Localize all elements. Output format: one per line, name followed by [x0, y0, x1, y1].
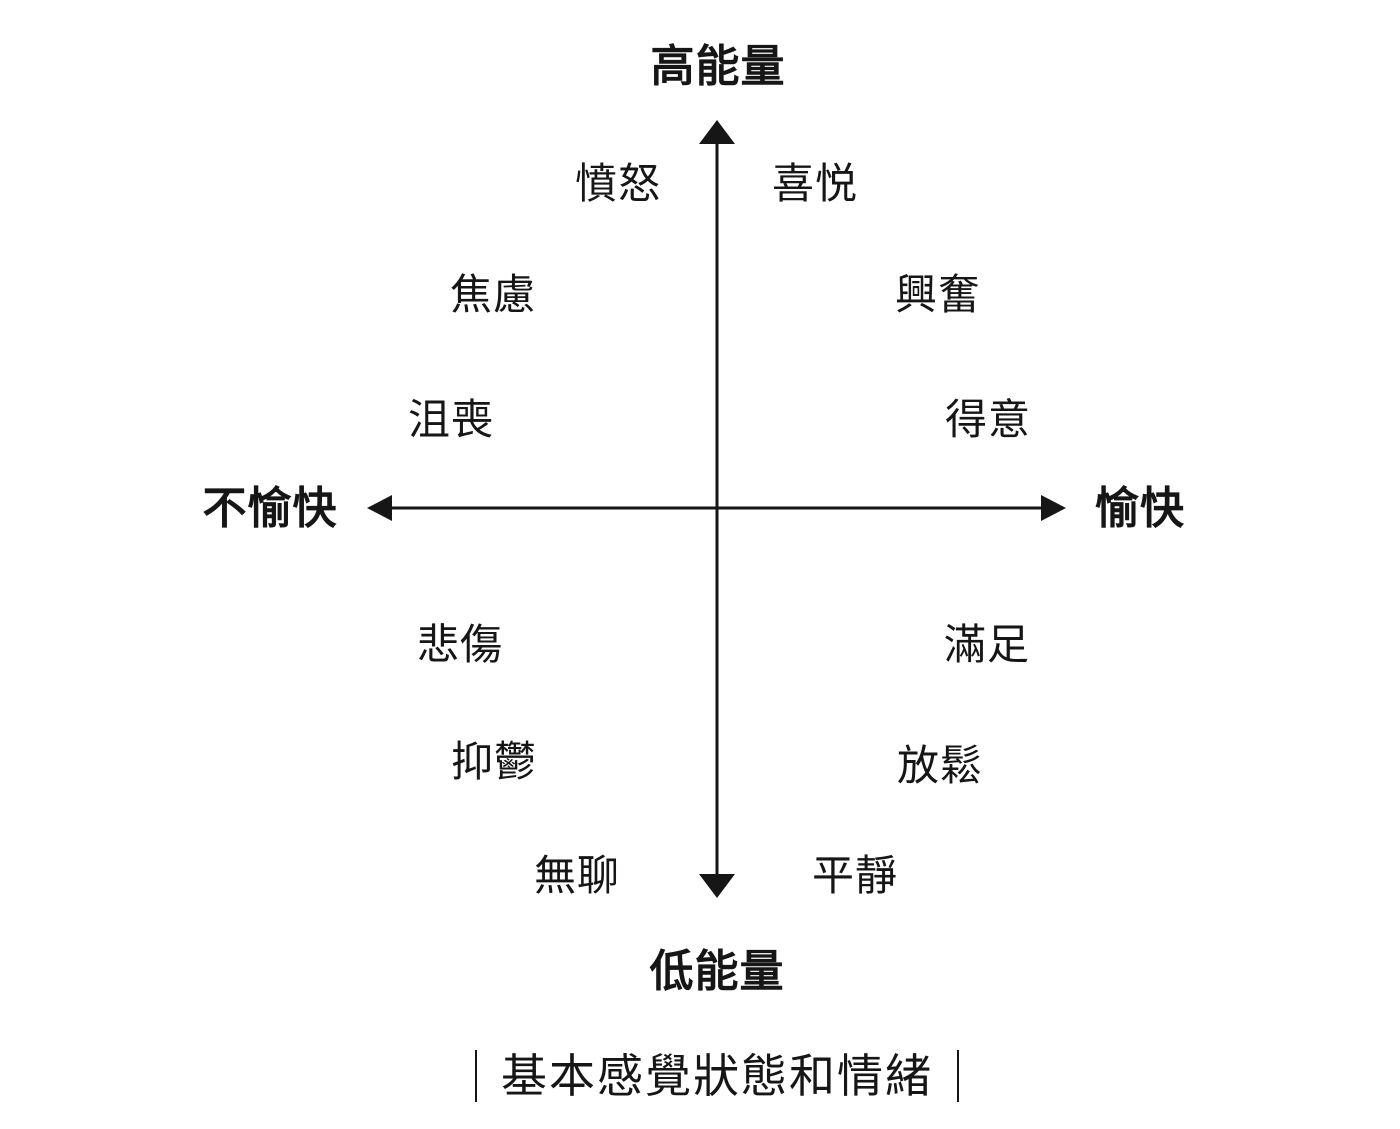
arrowhead-left-icon: [367, 495, 392, 521]
emotion-label-depression: 抑鬱: [450, 738, 538, 785]
caption-right-bar: [957, 1050, 959, 1102]
emotion-label-excitement: 興奮: [894, 271, 982, 318]
axis-label-pleasant: 愉快: [1095, 484, 1185, 533]
arrowhead-up-icon: [699, 120, 735, 144]
axis-label-high-energy: 高能量: [650, 42, 786, 91]
emotion-label-anger: 憤怒: [574, 160, 662, 207]
emotion-label-joy: 喜悦: [771, 160, 859, 207]
caption-title: 基本感覺狀態和情緒: [501, 1050, 933, 1102]
axis-label-unpleasant: 不愉快: [202, 484, 338, 533]
arrowhead-right-icon: [1041, 495, 1066, 521]
emotion-label-sadness: 悲傷: [416, 621, 504, 668]
emotion-label-calm: 平靜: [811, 852, 899, 899]
emotion-label-relaxation: 放鬆: [896, 742, 984, 789]
emotion-label-boredom: 無聊: [533, 852, 621, 899]
axis-label-low-energy: 低能量: [649, 947, 785, 996]
caption-left-bar: [475, 1050, 477, 1102]
emotion-label-frustration: 沮喪: [407, 396, 495, 443]
caption: 基本感覺狀態和情緒: [475, 1050, 959, 1102]
emotion-label-anxiety: 焦慮: [449, 271, 537, 318]
emotion-label-pride: 得意: [944, 396, 1032, 443]
arrowhead-down-icon: [699, 874, 735, 898]
emotion-label-contentment: 滿足: [943, 621, 1031, 668]
